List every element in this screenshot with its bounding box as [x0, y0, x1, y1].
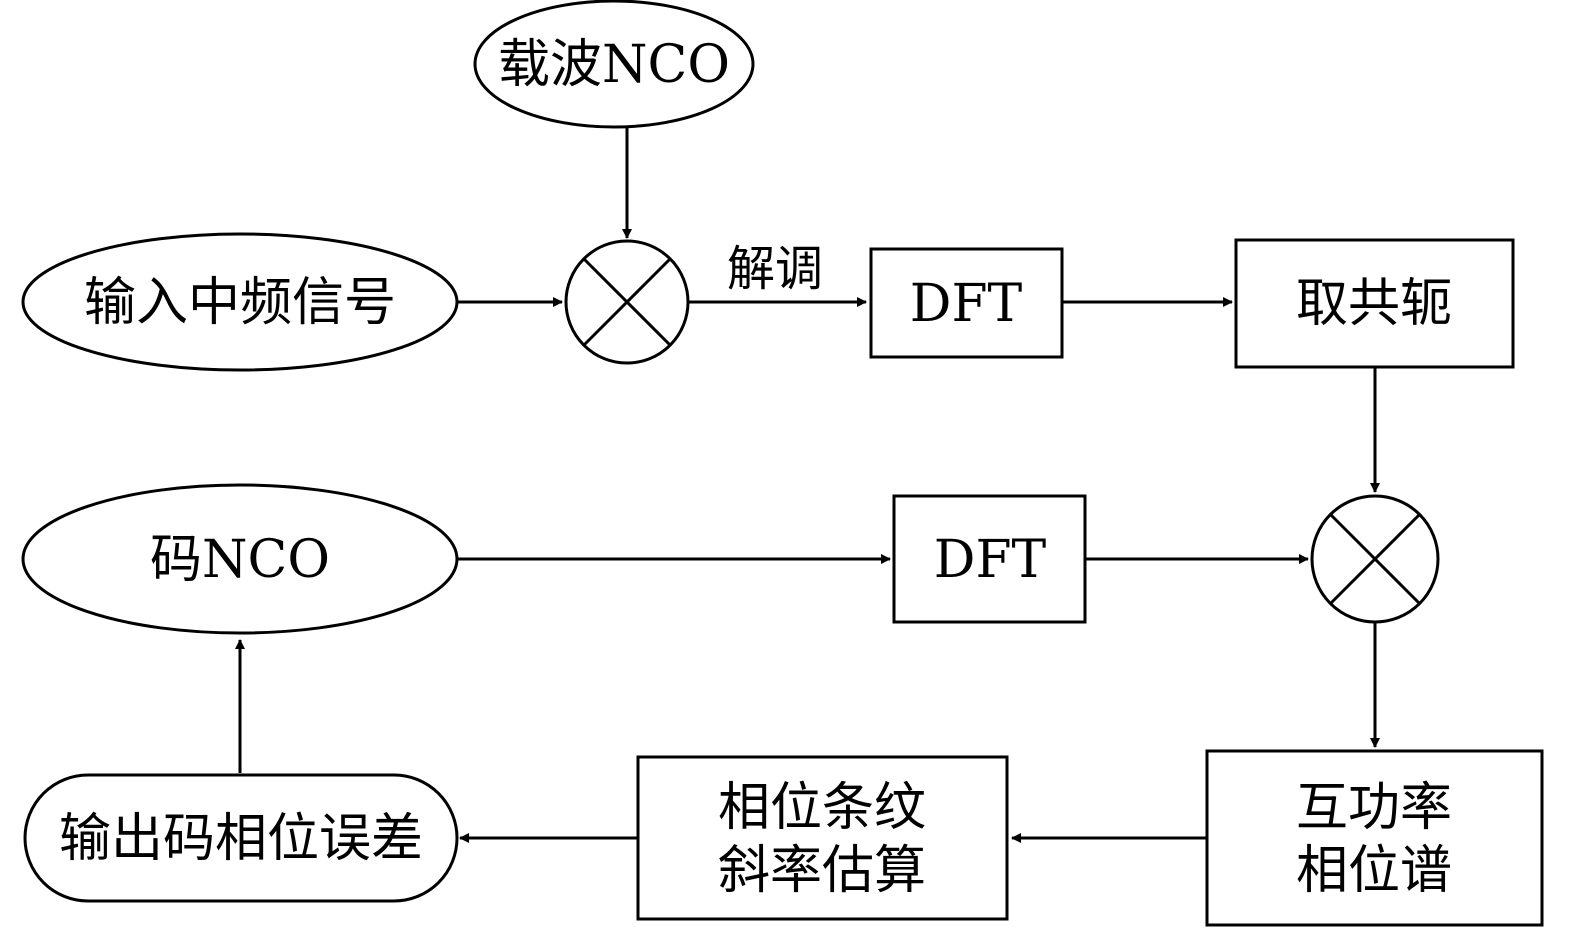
mixer-mid-icon	[1310, 494, 1440, 624]
slope-est-label-line2: 斜率估算	[718, 841, 926, 901]
conjugate-node	[1234, 238, 1515, 369]
slope-est-label-line1: 相位条纹	[718, 778, 926, 838]
slope-est-node	[636, 755, 1009, 921]
output-node	[23, 773, 459, 903]
dft-mid-node	[892, 494, 1087, 624]
demod-edge-label: 解调	[727, 241, 823, 297]
input-if-node	[21, 232, 459, 372]
cross-spec-label-line1: 互功率	[1296, 778, 1452, 838]
input-if-label: 输入中频信号	[84, 273, 396, 333]
conjugate-label: 取共轭	[1296, 274, 1452, 334]
output-label: 输出码相位误差	[59, 809, 423, 869]
code-nco-label: 码NCO	[150, 530, 330, 590]
dft-top-node	[869, 247, 1064, 359]
cross-spec-node	[1205, 749, 1544, 927]
dft-mid-label: DFT	[934, 530, 1047, 590]
carrier-nco-label: 载波NCO	[498, 35, 730, 95]
carrier-nco-node	[473, 0, 755, 129]
cross-spec-label-line2: 相位谱	[1296, 841, 1452, 901]
dft-top-label: DFT	[910, 274, 1023, 334]
code-nco-node	[21, 483, 459, 635]
mixer-top-icon	[564, 239, 690, 365]
